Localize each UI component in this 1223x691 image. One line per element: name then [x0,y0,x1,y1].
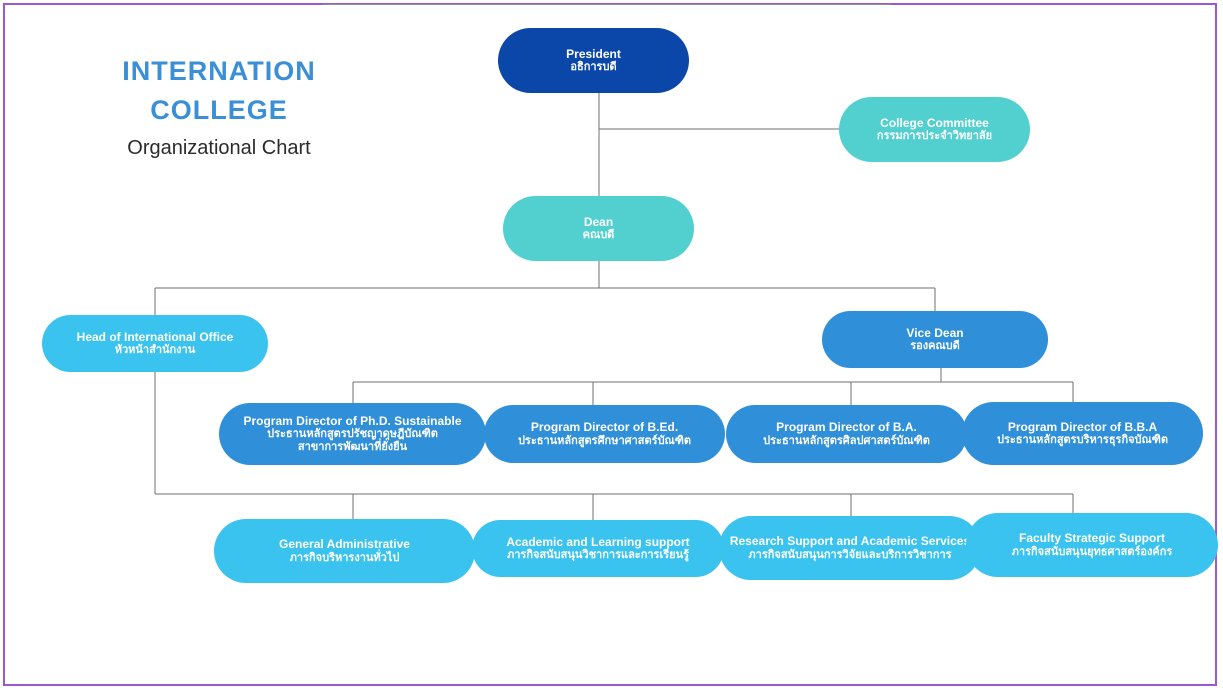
node-label-en: General Administrative [279,537,410,552]
node-research-support: Research Support and Academic Services ภ… [719,516,981,580]
top-divider [323,4,891,5]
node-label-th: ภารกิจสนับสนุนยุทธศาสตร์องค์กร [1011,545,1173,558]
node-head-international-office: Head of International Office หัวหน้าสำนั… [42,315,268,372]
node-program-phd: Program Director of Ph.D. Sustainable ปร… [219,403,486,465]
chart-title-line2: COLLEGE [150,95,288,125]
node-label-th: ภารกิจสนับสนุนการวิจัยและบริการวิชาการ [748,548,952,561]
node-label-th: คณบดี [582,229,615,242]
chart-title-line1: INTERNATION [122,56,316,86]
node-faculty-strategic-support: Faculty Strategic Support ภารกิจสนับสนุน… [966,513,1218,577]
chart-subtitle: Organizational Chart [127,137,311,159]
node-college-committee: College Committee กรรมการประจำวิทยาลัย [839,97,1030,162]
node-label-en: Vice Dean [906,325,964,340]
node-general-administrative: General Administrative ภารกิจบริหารงานทั… [214,519,475,583]
node-label-en: Dean [583,214,614,229]
node-label-th: ภารกิจสนับสนุนวิชาการและการเรียนรู้ [507,549,689,562]
node-label-en: Program Director of Ph.D. Sustainable [243,413,462,428]
node-program-bba: Program Director of B.B.A ประธานหลักสูตร… [962,402,1203,465]
node-label-en: Program Director of B.A. [776,420,917,435]
node-label-en: Academic and Learning support [506,534,690,549]
node-label-th: รองคณบดี [910,340,960,353]
node-label-en: Research Support and Academic Services [729,534,971,549]
node-program-bed: Program Director of B.Ed. ประธานหลักสูตร… [484,405,725,463]
node-label-th: ภารกิจบริหารงานทั่วไป [289,551,400,564]
node-label-en: Program Director of B.Ed. [530,420,679,435]
node-label-en: Program Director of B.B.A [1007,419,1158,434]
node-label-en: Head of International Office [76,329,234,344]
node-label-th: หัวหน้าสำนักงาน [114,344,196,357]
node-label-th: ประธานหลักสูตรปรัชญาดุษฎีบัณฑิต [267,428,438,441]
node-president: President อธิการบดี [498,28,689,93]
node-label-en: President [566,46,621,61]
node-label-en: Faculty Strategic Support [1018,531,1166,546]
node-label-th-line2: สาขาการพัฒนาที่ยั่งยืน [297,440,408,453]
node-label-th: กรรมการประจำวิทยาลัย [876,130,993,143]
node-label-th: ประธานหลักสูตรบริหารธุรกิจบัณฑิต [996,434,1169,447]
node-vice-dean: Vice Dean รองคณบดี [822,311,1048,368]
node-label-th: ประธานหลักสูตรศึกษาศาสตร์บัณฑิต [517,434,692,447]
node-program-ba: Program Director of B.A. ประธานหลักสูตรศ… [726,405,967,463]
node-dean: Dean คณบดี [503,196,694,261]
node-label-th: ประธานหลักสูตรศิลปศาสตร์บัณฑิต [763,434,930,447]
node-academic-learning-support: Academic and Learning support ภารกิจสนับ… [472,520,724,577]
node-label-en: College Committee [880,115,989,130]
node-label-th: อธิการบดี [570,61,617,74]
